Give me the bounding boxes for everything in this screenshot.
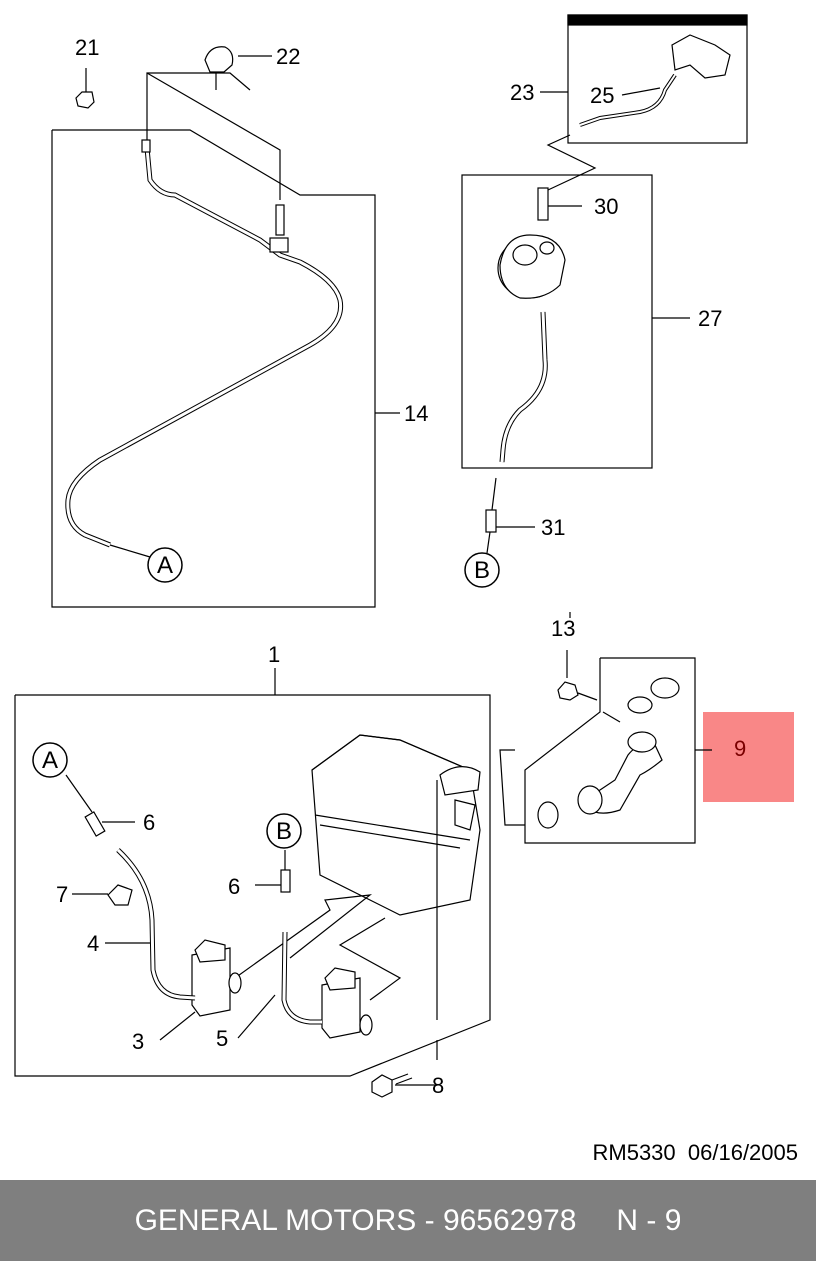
callout-5: 5 — [216, 1026, 228, 1051]
box-27-outline — [461, 174, 653, 469]
footer-page: N - 9 — [616, 1203, 682, 1237]
svg-text:A: A — [157, 552, 173, 579]
svg-text:B: B — [474, 557, 490, 584]
diagram-reference: RM5330 06/16/2005 — [593, 1140, 799, 1166]
connector-b-bottom: B — [266, 813, 302, 849]
box-9-outline — [524, 657, 696, 844]
callout-8: 8 — [432, 1073, 444, 1098]
hose-14 — [65, 147, 344, 548]
box-1-outline — [14, 694, 491, 1077]
callout-6b: 6 — [228, 874, 240, 899]
callout-7: 7 — [56, 882, 68, 907]
callout-6a: 6 — [143, 810, 155, 835]
svg-text:A: A — [42, 747, 58, 774]
callout-27: 27 — [698, 306, 722, 331]
connector-a-bottom: A — [32, 742, 68, 778]
callout-22: 22 — [276, 44, 300, 69]
reference-date: 06/16/2005 — [687, 1140, 798, 1165]
connector-a-top: A — [147, 547, 183, 583]
callout-25: 25 — [590, 83, 614, 108]
svg-text:B: B — [276, 818, 292, 845]
connector-b-top: B — [464, 552, 500, 588]
callout-4: 4 — [87, 931, 99, 956]
reference-code: RM5330 — [592, 1140, 676, 1165]
callout-14: 14 — [404, 401, 428, 426]
callout-30: 30 — [594, 194, 618, 219]
box-23-outline — [567, 14, 748, 144]
filler-neck — [584, 743, 663, 814]
callout-13: 13 — [551, 616, 575, 641]
callout-3: 3 — [132, 1029, 144, 1054]
parts-diagram: A B A B 21 22 14 23 25 30 27 31 13 1 6 6… — [14, 14, 748, 1098]
highlighted-part-9-box — [703, 712, 794, 802]
callout-1: 1 — [268, 642, 280, 667]
footer-bar: GENERAL MOTORS - 96562978 N - 9 — [0, 1180, 816, 1261]
callout-23: 23 — [510, 80, 534, 105]
callout-21: 21 — [75, 35, 99, 60]
footer-brand-part: GENERAL MOTORS - 96562978 — [134, 1203, 577, 1237]
hose-27 — [499, 311, 548, 463]
callout-9: 9 — [734, 736, 747, 761]
box-14-outline — [51, 129, 376, 608]
callout-31: 31 — [541, 515, 565, 540]
